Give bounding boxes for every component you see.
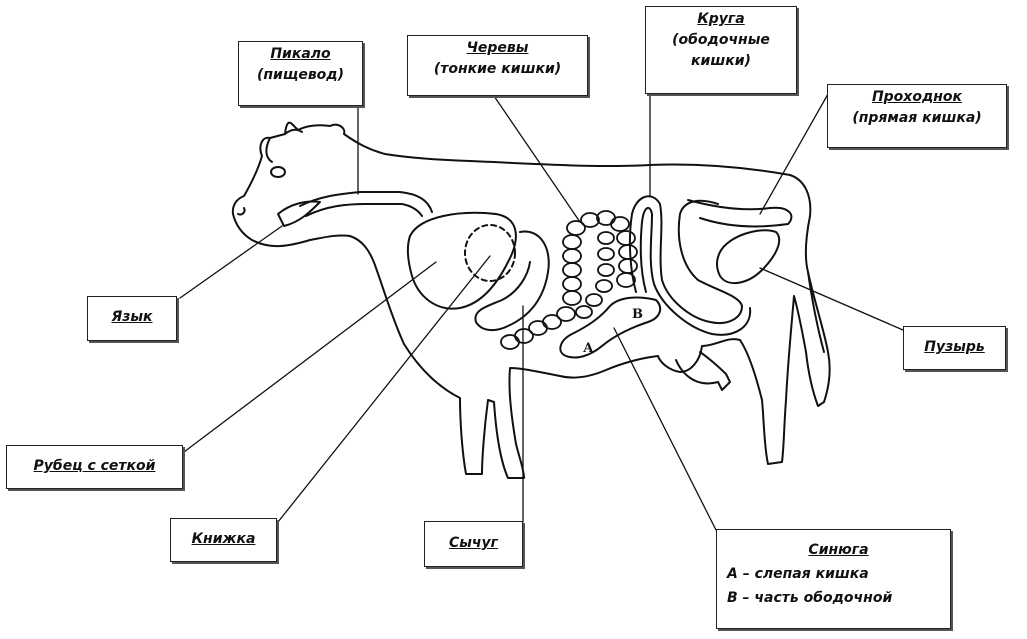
tongue-name: Язык [111, 309, 153, 325]
small-intestine-label: Черевы (тонкие кишки) [407, 35, 588, 96]
cecum-label: Синюга А – слепая кишка В – часть ободоч… [716, 529, 951, 629]
rectum-label: Проходнок (прямая кишка) [827, 84, 1007, 148]
small-intestine-sub: (тонкие кишки) [433, 61, 562, 77]
rectum-sub: (прямая кишка) [852, 110, 982, 126]
rectum-name: Проходнок [871, 89, 963, 105]
marker-a: А [583, 341, 594, 356]
marker-b: В [632, 307, 643, 322]
cecum-shape [559, 296, 662, 359]
tongue-shape [277, 200, 321, 227]
horn [284, 128, 303, 135]
rumen-shape [406, 211, 517, 310]
tail [807, 271, 825, 353]
udder [675, 351, 731, 391]
colon-sub1: (ободочные [672, 32, 770, 48]
cecum-line-a: А – слепая кишка [727, 566, 869, 582]
omasum-label: Книжка [170, 518, 277, 562]
ear [265, 137, 273, 163]
esophagus-tube-inner [305, 203, 423, 217]
rumen-label: Рубец с сеткой [6, 445, 183, 489]
bladder-name: Пузырь [924, 339, 985, 355]
rumen-name: Рубец с сеткой [33, 458, 156, 474]
esophagus-label: Пикало (пищевод) [238, 41, 363, 106]
abomasum-name: Сычуг [449, 535, 498, 551]
muzzle [237, 207, 246, 216]
leader-lines [179, 91, 904, 531]
colon-label: Круга (ободочные кишки) [645, 6, 797, 94]
small-intestine-coils [500, 210, 638, 350]
colon-loop-inner [639, 206, 752, 336]
esophagus-sub: (пищевод) [256, 67, 345, 83]
small-intestine-name: Черевы [466, 40, 529, 56]
rectum-tube [687, 199, 793, 228]
colon-loop [628, 195, 743, 324]
bladder-shape [716, 229, 781, 285]
cow-body-outline [231, 121, 831, 479]
abomasum-shape [474, 230, 550, 332]
colon-sub2: кишки) [691, 53, 751, 69]
omasum-name: Книжка [191, 531, 256, 547]
colon-name: Круга [697, 11, 745, 27]
abomasum-label: Сычуг [424, 521, 523, 567]
cecum-line-b: В – часть ободочной [727, 590, 893, 606]
omasum-shape [464, 224, 516, 282]
tongue-label: Язык [87, 296, 177, 341]
cow-eye [270, 166, 286, 178]
bladder-label: Пузырь [903, 326, 1006, 370]
cecum-name: Синюга [808, 542, 869, 558]
esophagus-name: Пикало [270, 46, 331, 62]
esophagus-tube [299, 191, 433, 213]
